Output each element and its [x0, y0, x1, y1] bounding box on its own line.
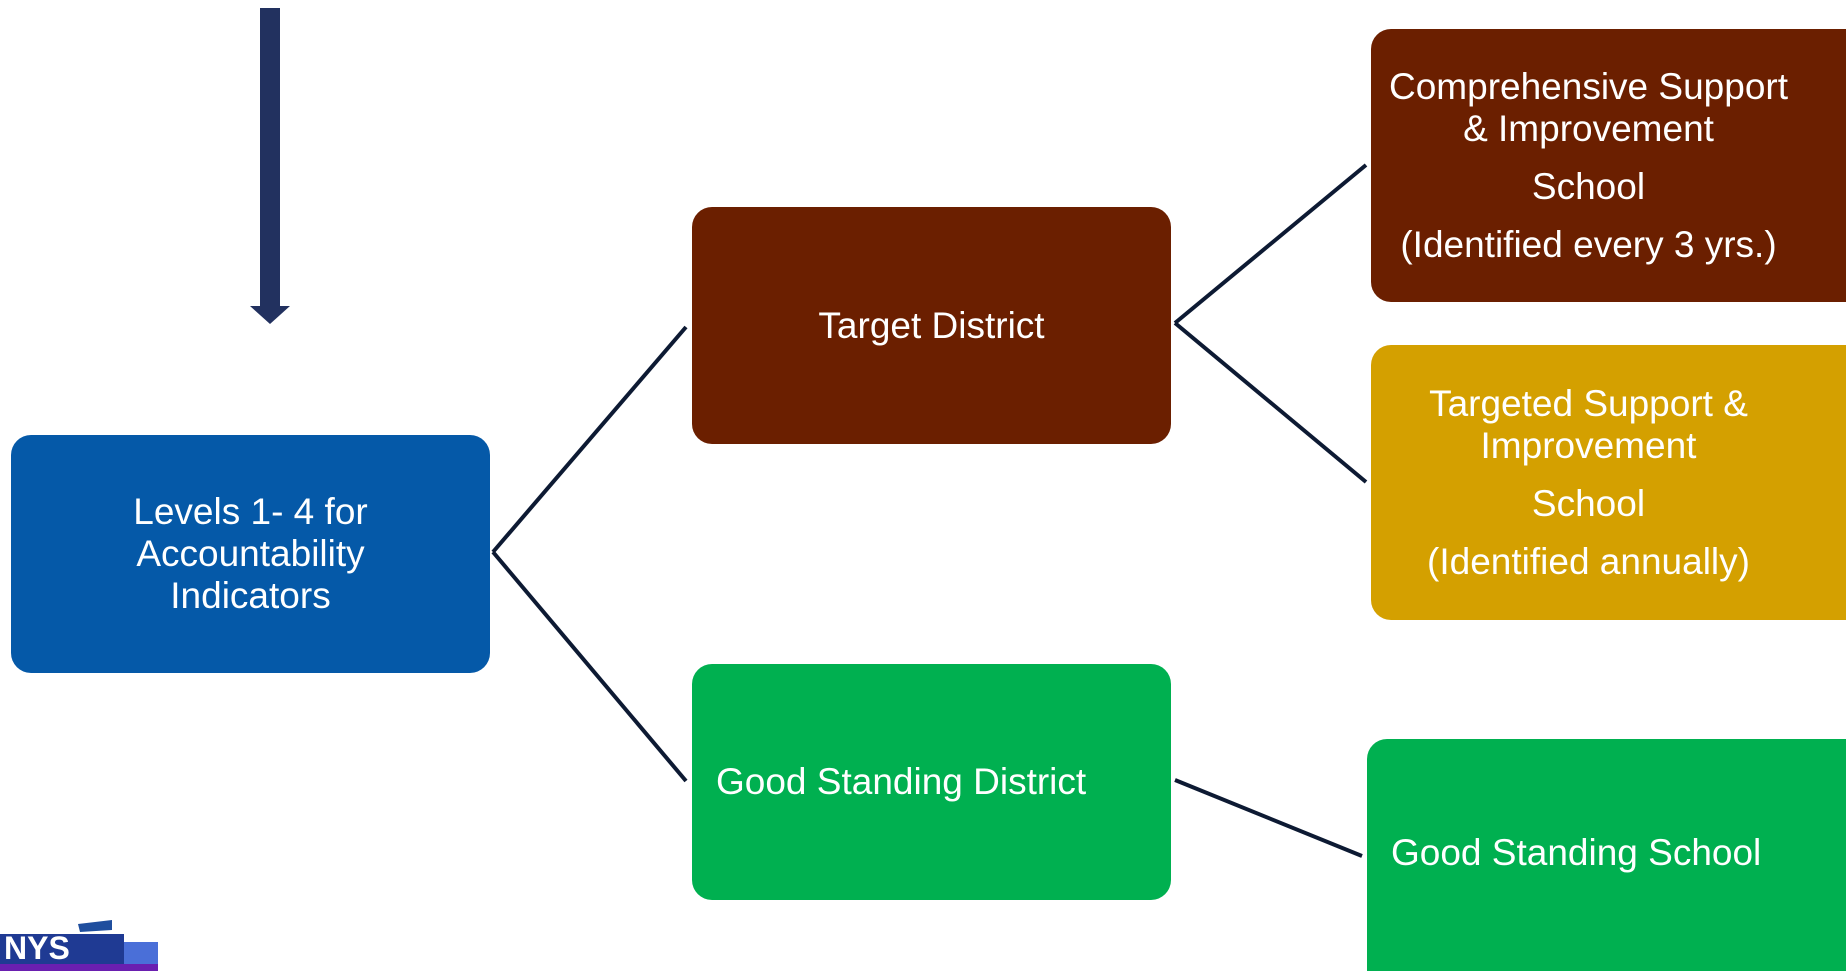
node-text: Target District — [818, 304, 1045, 346]
node-text: Levels 1- 4 for — [133, 491, 368, 532]
node-text: Good Standing School — [1391, 832, 1762, 873]
node-accountability-levels: Levels 1- 4 for Accountability Indicator… — [11, 435, 490, 673]
connector-target-to-tsi — [1173, 321, 1368, 484]
node-text: & Improvement — [1463, 107, 1714, 149]
connector-levels-to-target — [491, 325, 688, 554]
node-text: (Identified annually) — [1427, 540, 1750, 582]
node-text: Improvement — [1480, 424, 1697, 466]
node-text: (Identified every 3 yrs.) — [1400, 223, 1777, 265]
node-text: Targeted Support & — [1429, 382, 1748, 424]
connector-target-to-csi — [1173, 163, 1368, 325]
node-good-standing-district: Good Standing District — [692, 664, 1171, 900]
connector-levels-to-good — [491, 550, 688, 783]
node-text: Good Standing District — [716, 761, 1087, 802]
connector-good-to-school — [1174, 778, 1363, 858]
node-targeted-support-school: Targeted Support & Improvement School (I… — [1371, 345, 1846, 620]
node-text: Accountability — [136, 533, 365, 574]
node-text: School — [1531, 482, 1646, 524]
logo-wordmark: NYS — [4, 930, 70, 966]
node-good-standing-school: Good Standing School — [1367, 739, 1846, 971]
node-target-district: Target District — [692, 207, 1171, 444]
node-text: Indicators — [170, 575, 331, 616]
node-text: Comprehensive Support — [1389, 65, 1788, 107]
down-arrow-head — [250, 306, 290, 324]
node-comprehensive-support-school: Comprehensive Support & Improvement Scho… — [1371, 29, 1846, 302]
nys-logo: NYS — [0, 920, 158, 971]
down-arrow-shaft — [260, 8, 280, 306]
node-text: School — [1531, 165, 1646, 207]
